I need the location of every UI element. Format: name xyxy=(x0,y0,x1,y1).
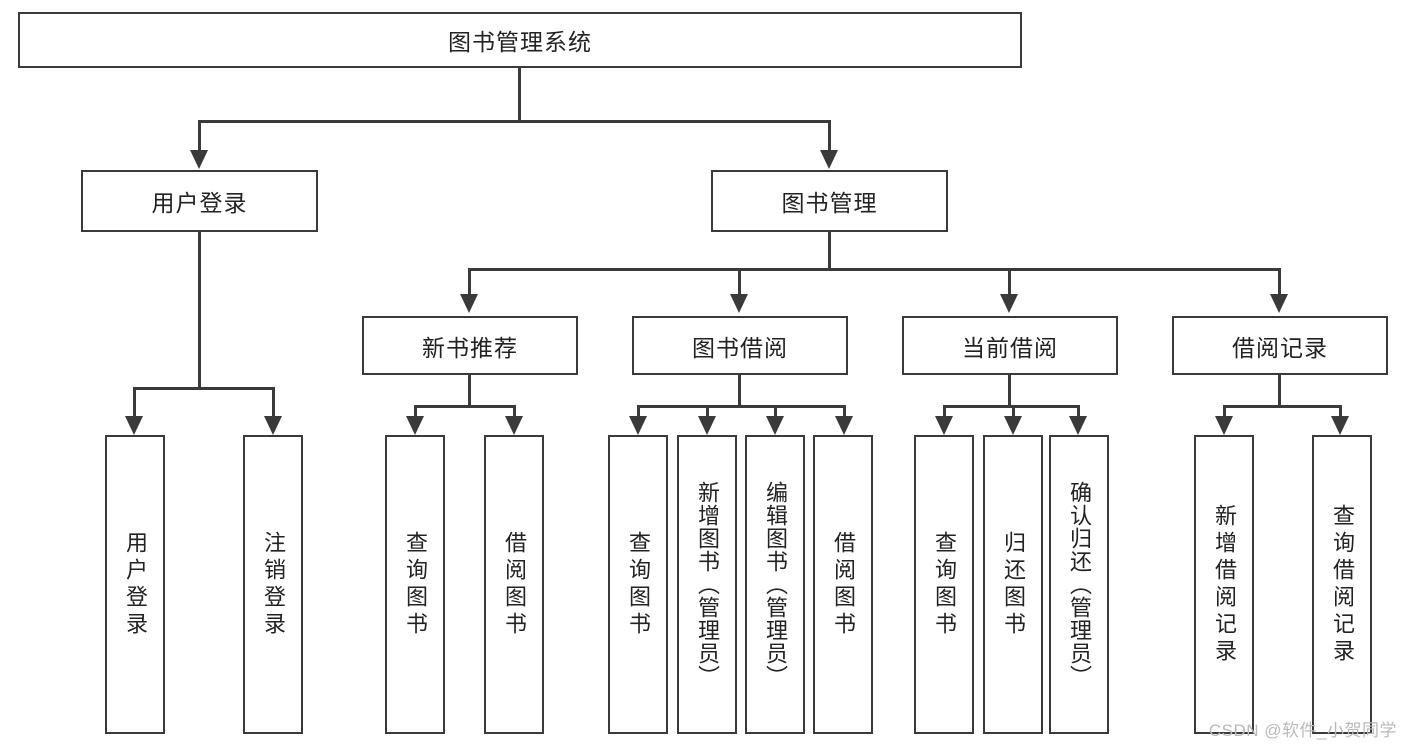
arrowhead-leaf-bb-add xyxy=(698,416,716,435)
connector-br-stem xyxy=(1278,375,1281,405)
leaf-user-login-login[interactable]: 用户登录 xyxy=(105,435,165,734)
node-current-borrow[interactable]: 当前借阅 xyxy=(902,316,1118,375)
connector-cb-bus xyxy=(943,405,1080,408)
arrowhead-leaf-cb-query xyxy=(935,416,953,435)
leaf-new-book-borrow[interactable]: 借阅图书 xyxy=(484,435,544,734)
arrowhead-leaf-br-query xyxy=(1331,416,1349,435)
connector-nb-drop-2 xyxy=(513,405,516,416)
connector-bb-drop-3 xyxy=(774,405,777,416)
connector-nb-drop-1 xyxy=(414,405,417,416)
leaf-user-login-logout[interactable]: 注销登录 xyxy=(243,435,303,734)
leaf-current-borrow-return[interactable]: 归还图书 xyxy=(983,435,1043,734)
arrowhead-to-user-login xyxy=(190,150,208,169)
arrowhead-leaf-user-login xyxy=(125,416,143,435)
connector-bm-drop-1 xyxy=(468,268,471,294)
arrowhead-leaf-nb-query xyxy=(406,416,424,435)
leaf-current-borrow-confirm[interactable]: 确认归还（管理员） xyxy=(1049,435,1109,734)
connector-bb-stem xyxy=(738,375,741,405)
node-root[interactable]: 图书管理系统 xyxy=(18,12,1022,68)
arrowhead-leaf-bb-query xyxy=(629,416,647,435)
leaf-book-borrow-edit[interactable]: 编辑图书（管理员） xyxy=(745,435,805,734)
connector-ul-stem xyxy=(198,232,201,387)
node-user-login[interactable]: 用户登录 xyxy=(81,170,318,232)
connector-bb-drop-1 xyxy=(637,405,640,416)
csdn-watermark: CSDN @软件_小贺同学 xyxy=(1208,721,1397,740)
connector-root-bus xyxy=(198,120,831,123)
connector-ul-drop-2 xyxy=(272,387,275,416)
connector-bb-drop-2 xyxy=(706,405,709,416)
arrowhead-leaf-bb-borrow xyxy=(835,416,853,435)
connector-nb-stem xyxy=(468,375,471,405)
node-borrow-record[interactable]: 借阅记录 xyxy=(1172,316,1388,375)
connector-cb-stem xyxy=(1008,375,1011,405)
arrowhead-to-borrow-record xyxy=(1270,294,1288,313)
connector-cb-drop-1 xyxy=(943,405,946,416)
arrowhead-leaf-cb-return xyxy=(1004,416,1022,435)
arrowhead-leaf-br-add xyxy=(1215,416,1233,435)
leaf-borrow-record-add[interactable]: 新增借阅记录 xyxy=(1194,435,1254,734)
connector-br-drop-2 xyxy=(1339,405,1342,416)
connector-br-bus xyxy=(1223,405,1342,408)
leaf-borrow-record-query[interactable]: 查询借阅记录 xyxy=(1312,435,1372,734)
leaf-current-borrow-query[interactable]: 查询图书 xyxy=(914,435,974,734)
connector-bm-drop-3 xyxy=(1008,268,1011,294)
arrowhead-leaf-user-logout xyxy=(264,416,282,435)
connector-nb-bus xyxy=(414,405,516,408)
connector-bm-drop-4 xyxy=(1278,268,1281,294)
connector-root-drop-right xyxy=(828,120,831,150)
arrowhead-to-book-management xyxy=(820,150,838,169)
leaf-book-borrow-borrow[interactable]: 借阅图书 xyxy=(813,435,873,734)
connector-root-stem xyxy=(518,68,521,120)
connector-bb-bus xyxy=(637,405,846,408)
arrowhead-leaf-bb-edit xyxy=(766,416,784,435)
node-book-management[interactable]: 图书管理 xyxy=(711,170,948,232)
arrowhead-to-new-book-recommend xyxy=(460,294,478,313)
node-new-book-recommend[interactable]: 新书推荐 xyxy=(362,316,578,375)
connector-bm-stem xyxy=(828,232,831,268)
leaf-new-book-query[interactable]: 查询图书 xyxy=(385,435,445,734)
connector-cb-drop-2 xyxy=(1012,405,1015,416)
arrowhead-to-book-borrow xyxy=(730,294,748,313)
connector-bm-drop-2 xyxy=(738,268,741,294)
connector-root-drop-left xyxy=(198,120,201,150)
connector-br-drop-1 xyxy=(1223,405,1226,416)
connector-bb-drop-4 xyxy=(843,405,846,416)
connector-ul-bus xyxy=(133,387,275,390)
arrowhead-leaf-nb-borrow xyxy=(505,416,523,435)
leaf-book-borrow-query[interactable]: 查询图书 xyxy=(608,435,668,734)
leaf-book-borrow-add[interactable]: 新增图书（管理员） xyxy=(677,435,737,734)
connector-ul-drop-1 xyxy=(133,387,136,416)
connector-bm-bus xyxy=(468,268,1279,271)
arrowhead-leaf-cb-confirm xyxy=(1069,416,1087,435)
connector-cb-drop-3 xyxy=(1077,405,1080,416)
node-book-borrow[interactable]: 图书借阅 xyxy=(632,316,848,375)
arrowhead-to-current-borrow xyxy=(1000,294,1018,313)
